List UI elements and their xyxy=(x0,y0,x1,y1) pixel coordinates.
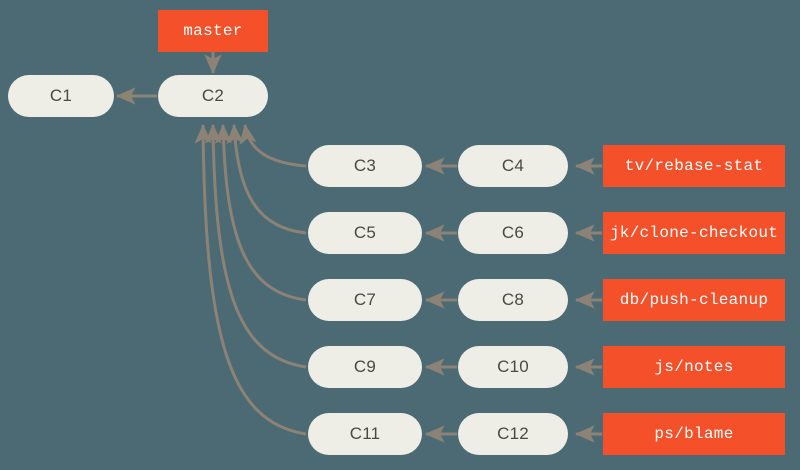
branch-label-master[interactable]: master xyxy=(158,10,268,52)
commit-node-c11[interactable]: C11 xyxy=(308,413,422,455)
commit-node-c6[interactable]: C6 xyxy=(458,212,568,254)
commit-node-c1[interactable]: C1 xyxy=(8,75,114,117)
commit-node-c3[interactable]: C3 xyxy=(308,145,422,187)
edge-c7-to-c2 xyxy=(214,123,307,302)
commit-node-c8[interactable]: C8 xyxy=(458,279,568,321)
commit-node-c10[interactable]: C10 xyxy=(458,346,568,388)
branch-label-tv-rebase-stat[interactable]: tv/rebase-stat xyxy=(603,145,785,187)
branch-label-ps-blame[interactable]: ps/blame xyxy=(603,413,785,455)
commit-node-c7[interactable]: C7 xyxy=(308,279,422,321)
edge-c3-to-c2 xyxy=(239,123,307,168)
commit-node-c12[interactable]: C12 xyxy=(458,413,568,455)
commit-node-c2[interactable]: C2 xyxy=(158,75,268,117)
branch-label-db-push-cleanup[interactable]: db/push-cleanup xyxy=(603,279,785,321)
branch-label-js-notes[interactable]: js/notes xyxy=(603,346,785,388)
commit-node-c4[interactable]: C4 xyxy=(458,145,568,187)
edge-c5-to-c2 xyxy=(226,123,307,235)
edge-c11-to-c2 xyxy=(194,123,307,436)
branch-label-jk-clone-checkout[interactable]: jk/clone-checkout xyxy=(603,212,785,254)
edge-c9-to-c2 xyxy=(204,123,307,369)
commit-node-c9[interactable]: C9 xyxy=(308,346,422,388)
commit-node-c5[interactable]: C5 xyxy=(308,212,422,254)
